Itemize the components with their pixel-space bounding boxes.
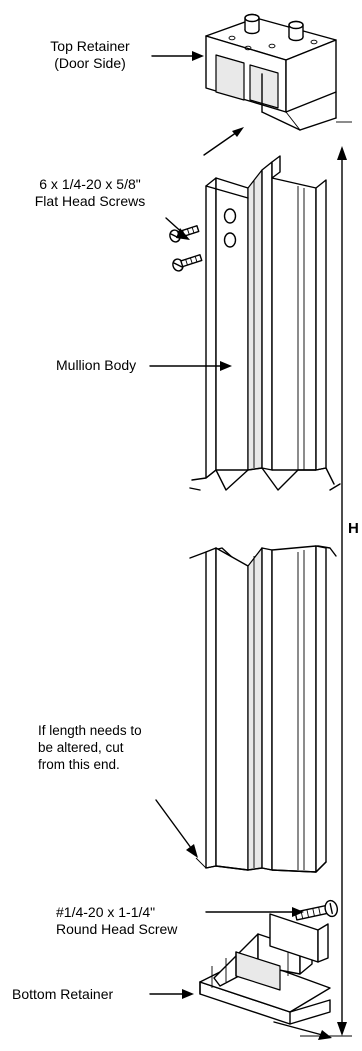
mullion-body-upper — [205, 155, 327, 479]
label-mullion-body: Mullion Body — [56, 357, 137, 373]
label-top-retainer-line1: Top Retainer — [50, 38, 130, 54]
label-round-screw-line1: #1/4-20 x 1-1/4" — [56, 904, 156, 920]
cut-end-arrow — [155, 799, 195, 853]
mullion-body-lower — [189, 545, 337, 873]
label-flat-screws-line1: 6 x 1/4-20 x 5/8" — [39, 176, 141, 192]
retainer-insert-arrow — [203, 129, 241, 156]
leader-arrows — [149, 51, 332, 1040]
label-cut-note-line3: from this end. — [38, 757, 120, 772]
label-flat-head-screws: 6 x 1/4-20 x 5/8" Flat Head Screws — [20, 176, 160, 210]
label-top-retainer-line2: (Door Side) — [54, 55, 126, 71]
label-bottom-retainer: Bottom Retainer — [12, 986, 114, 1002]
label-cut-note-line2: be altered, cut — [38, 740, 124, 755]
label-round-head-screw: #1/4-20 x 1-1/4" Round Head Screw — [56, 904, 177, 938]
bottom-retainer-part — [199, 913, 331, 1025]
break-line-upper — [191, 467, 335, 491]
label-round-screw-line2: Round Head Screw — [56, 921, 178, 937]
label-flat-screws-line2: Flat Head Screws — [34, 193, 146, 209]
round-head-screw — [294, 899, 339, 921]
label-top-retainer: Top Retainer (Door Side) — [30, 38, 150, 72]
label-cut-note: If length needs to be altered, cut from … — [38, 722, 142, 773]
label-cut-note-line1: If length needs to — [38, 723, 142, 738]
label-height-dimension: H — [348, 520, 359, 537]
flat-head-screws — [169, 225, 203, 272]
top-retainer-part — [205, 13, 337, 131]
